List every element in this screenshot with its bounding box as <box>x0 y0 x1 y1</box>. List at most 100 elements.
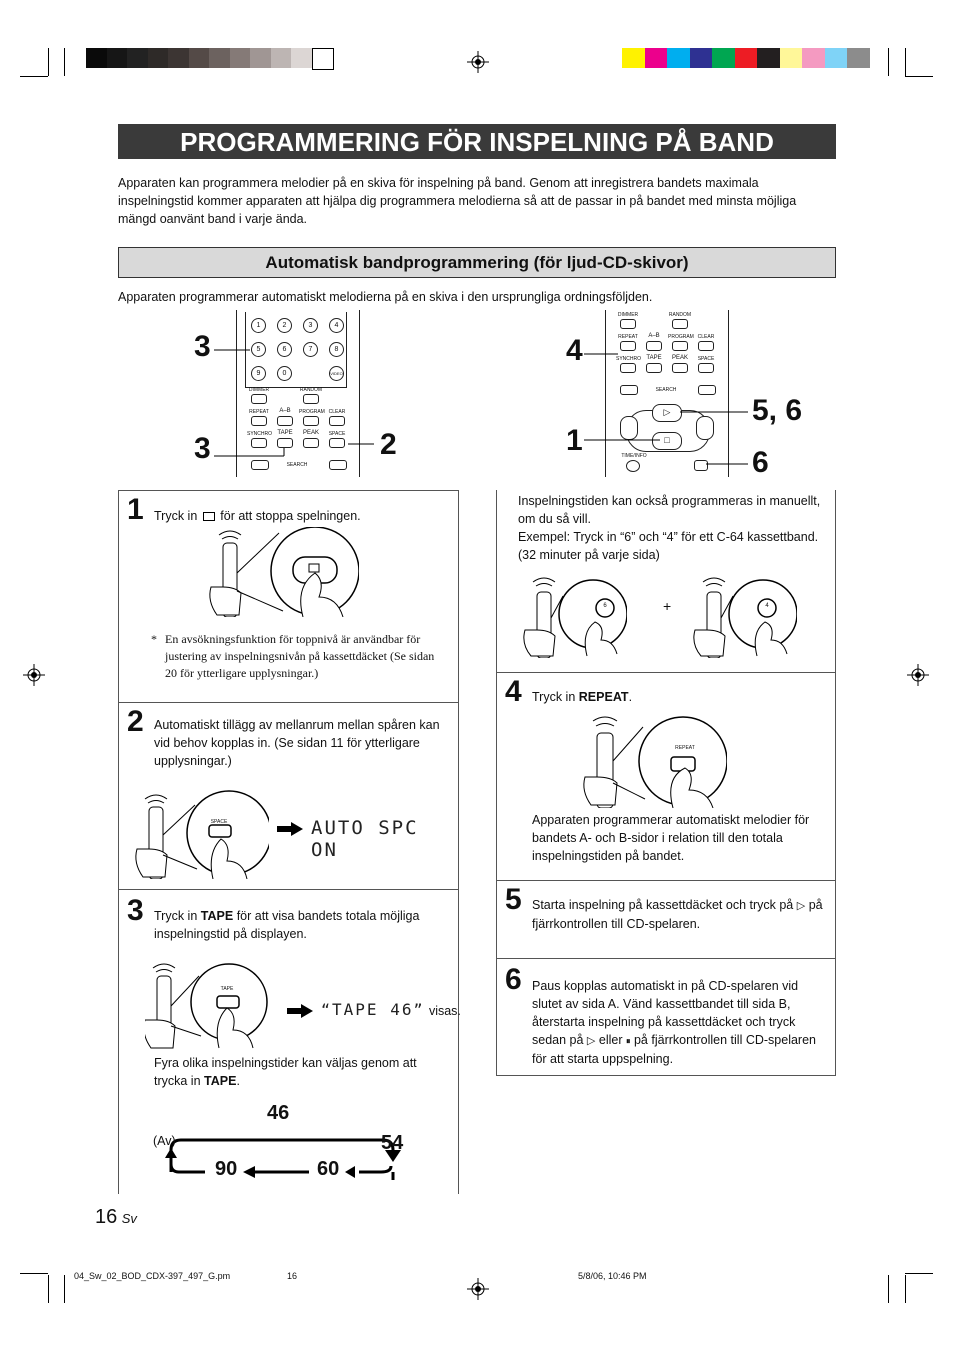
label-ab: A–B <box>648 333 660 339</box>
step-6-box: 6 Paus kopplas automatiskt in på CD-spel… <box>496 958 836 1076</box>
step-3-text2-a: Fyra olika inspelningstider kan väljas g… <box>154 1056 417 1088</box>
intro-paragraph: Apparaten kan programmera melodier på en… <box>118 176 797 226</box>
registration-mark-right <box>907 664 929 686</box>
tape-button <box>646 363 662 373</box>
gray-swatch <box>311 48 334 70</box>
label-search: SEARCH <box>655 387 677 393</box>
num-button-0: 0 <box>277 366 292 381</box>
step-3-text2-bold: TAPE <box>204 1074 237 1088</box>
timeinfo-button <box>626 460 640 472</box>
label-tape: TAPE <box>277 430 293 436</box>
callout-3-bottom: 3 <box>194 432 211 465</box>
color-swatch <box>779 48 802 68</box>
callout-5-6: 5, 6 <box>752 394 803 427</box>
num-button-9: 9 <box>251 366 266 381</box>
label-space: SPACE <box>697 356 715 362</box>
space-button <box>329 438 345 448</box>
pause-symbol-icon: ⏸ <box>625 1036 631 1046</box>
label-synchro: SYNCHRO <box>247 431 273 437</box>
color-swatch <box>622 48 645 68</box>
step-3-text-a: Tryck in <box>154 909 198 923</box>
color-swatch <box>757 48 780 68</box>
section-subtitle: Automatisk bandprogrammering (för ljud-C… <box>118 247 836 278</box>
label-clear: CLEAR <box>697 334 715 340</box>
display-auto-spc-on: AUTO SPC ON <box>311 817 419 861</box>
footer-filename: 04_Sw_02_BOD_CDX-397_497_G.pm <box>74 1271 231 1281</box>
cycle-60: 60 <box>317 1158 340 1180</box>
gray-swatch <box>168 48 189 68</box>
label-peak: PEAK <box>302 430 319 436</box>
hand-pressing-stop-illustration <box>209 527 359 617</box>
step-number: 6 <box>505 963 522 996</box>
page-language: Sv <box>121 1211 137 1226</box>
color-swatch <box>689 48 712 68</box>
label-dimmer: DIMMER <box>248 387 270 393</box>
key-4-label: 4 <box>765 603 769 609</box>
ab-button <box>646 341 662 351</box>
step-number: 2 <box>127 705 144 738</box>
color-swatch <box>667 48 690 68</box>
gray-swatch <box>127 48 148 68</box>
stop-symbol-icon <box>202 512 215 522</box>
program-button <box>672 341 688 351</box>
random-button <box>303 394 319 404</box>
gray-swatch <box>188 48 209 68</box>
gray-swatch <box>209 48 230 68</box>
step-3-text-b: för att visa bandets totala möjliga insp… <box>154 909 420 941</box>
left-remote-callout-lines <box>214 349 374 457</box>
repeat-button <box>251 416 267 426</box>
manual-text-2: Exempel: Tryck in “6” och “4” för ett C-… <box>518 530 819 562</box>
step-3-text2-b: . <box>236 1074 240 1088</box>
skip-forward-button <box>696 416 714 440</box>
footer-timestamp: 5/8/06, 10:46 PM <box>578 1271 647 1281</box>
clear-button <box>698 341 714 351</box>
step-3-tape-bold: TAPE <box>200 909 234 923</box>
remote-right-illustration: DIMMER RANDOM REPEAT A–B PROGRAM CLEAR S… <box>605 310 729 477</box>
label-program: PROGRAM <box>299 409 325 415</box>
step-5-box: 5 Starta inspelning på kassettdäcket och… <box>496 880 836 959</box>
cycle-54: 54 <box>381 1132 404 1154</box>
hand-pressing-6-illustration <box>523 577 627 658</box>
plus-sign: + <box>663 598 672 614</box>
repeat-button-label: REPEAT <box>675 745 695 751</box>
right-remote-callout-lines <box>584 353 748 465</box>
label-clear: CLEAR <box>328 409 346 415</box>
step-1-note: En avsökningsfunktion för toppnivå är an… <box>165 632 435 680</box>
section-lead: Apparaten programmerar automatiskt melod… <box>118 290 653 304</box>
color-swatch <box>712 48 735 68</box>
random-button <box>672 319 688 329</box>
color-swatch <box>802 48 825 68</box>
label-search: SEARCH <box>286 462 308 468</box>
key-6-label: 6 <box>603 603 607 609</box>
display-quote-open: “ <box>321 1001 333 1019</box>
video-button: VIDEO <box>329 366 344 381</box>
step-5-text-a: Starta inspelning på kassettdäcket och t… <box>532 898 794 912</box>
label-program: PROGRAM <box>668 334 694 340</box>
step-6-text-b: eller <box>598 1033 623 1047</box>
play-button: ▷ <box>652 404 682 422</box>
step-4-text-a: Tryck in <box>532 690 576 704</box>
display-tape-46: TAPE 46 <box>332 1000 414 1019</box>
gray-swatch <box>270 48 291 68</box>
search-back-button <box>251 460 269 470</box>
search-back-button <box>620 385 638 395</box>
dimmer-button <box>251 394 267 404</box>
tape-button <box>277 438 293 448</box>
registration-mark-left <box>23 664 45 686</box>
num-button-1: 1 <box>251 318 266 333</box>
pause-button <box>694 460 708 471</box>
num-button-2: 2 <box>277 318 292 333</box>
label-random: RANDOM <box>299 387 323 393</box>
label-ab: A–B <box>279 408 291 414</box>
search-forward-button <box>329 460 347 470</box>
step-2-text: Automatiskt tillägg av mellanrum mellan … <box>154 718 440 768</box>
gray-swatch <box>250 48 271 68</box>
remote-left-illustration: 1 2 3 4 5 6 7 8 9 0 VIDEO DIMMER RANDOM … <box>236 310 360 477</box>
program-button <box>303 416 319 426</box>
gray-swatch <box>291 48 312 68</box>
color-swatch <box>644 48 667 68</box>
num-button-5: 5 <box>251 342 266 357</box>
stop-button: □ <box>652 432 682 450</box>
hand-pressing-tape-illustration <box>145 963 268 1049</box>
step-number: 5 <box>505 883 522 916</box>
